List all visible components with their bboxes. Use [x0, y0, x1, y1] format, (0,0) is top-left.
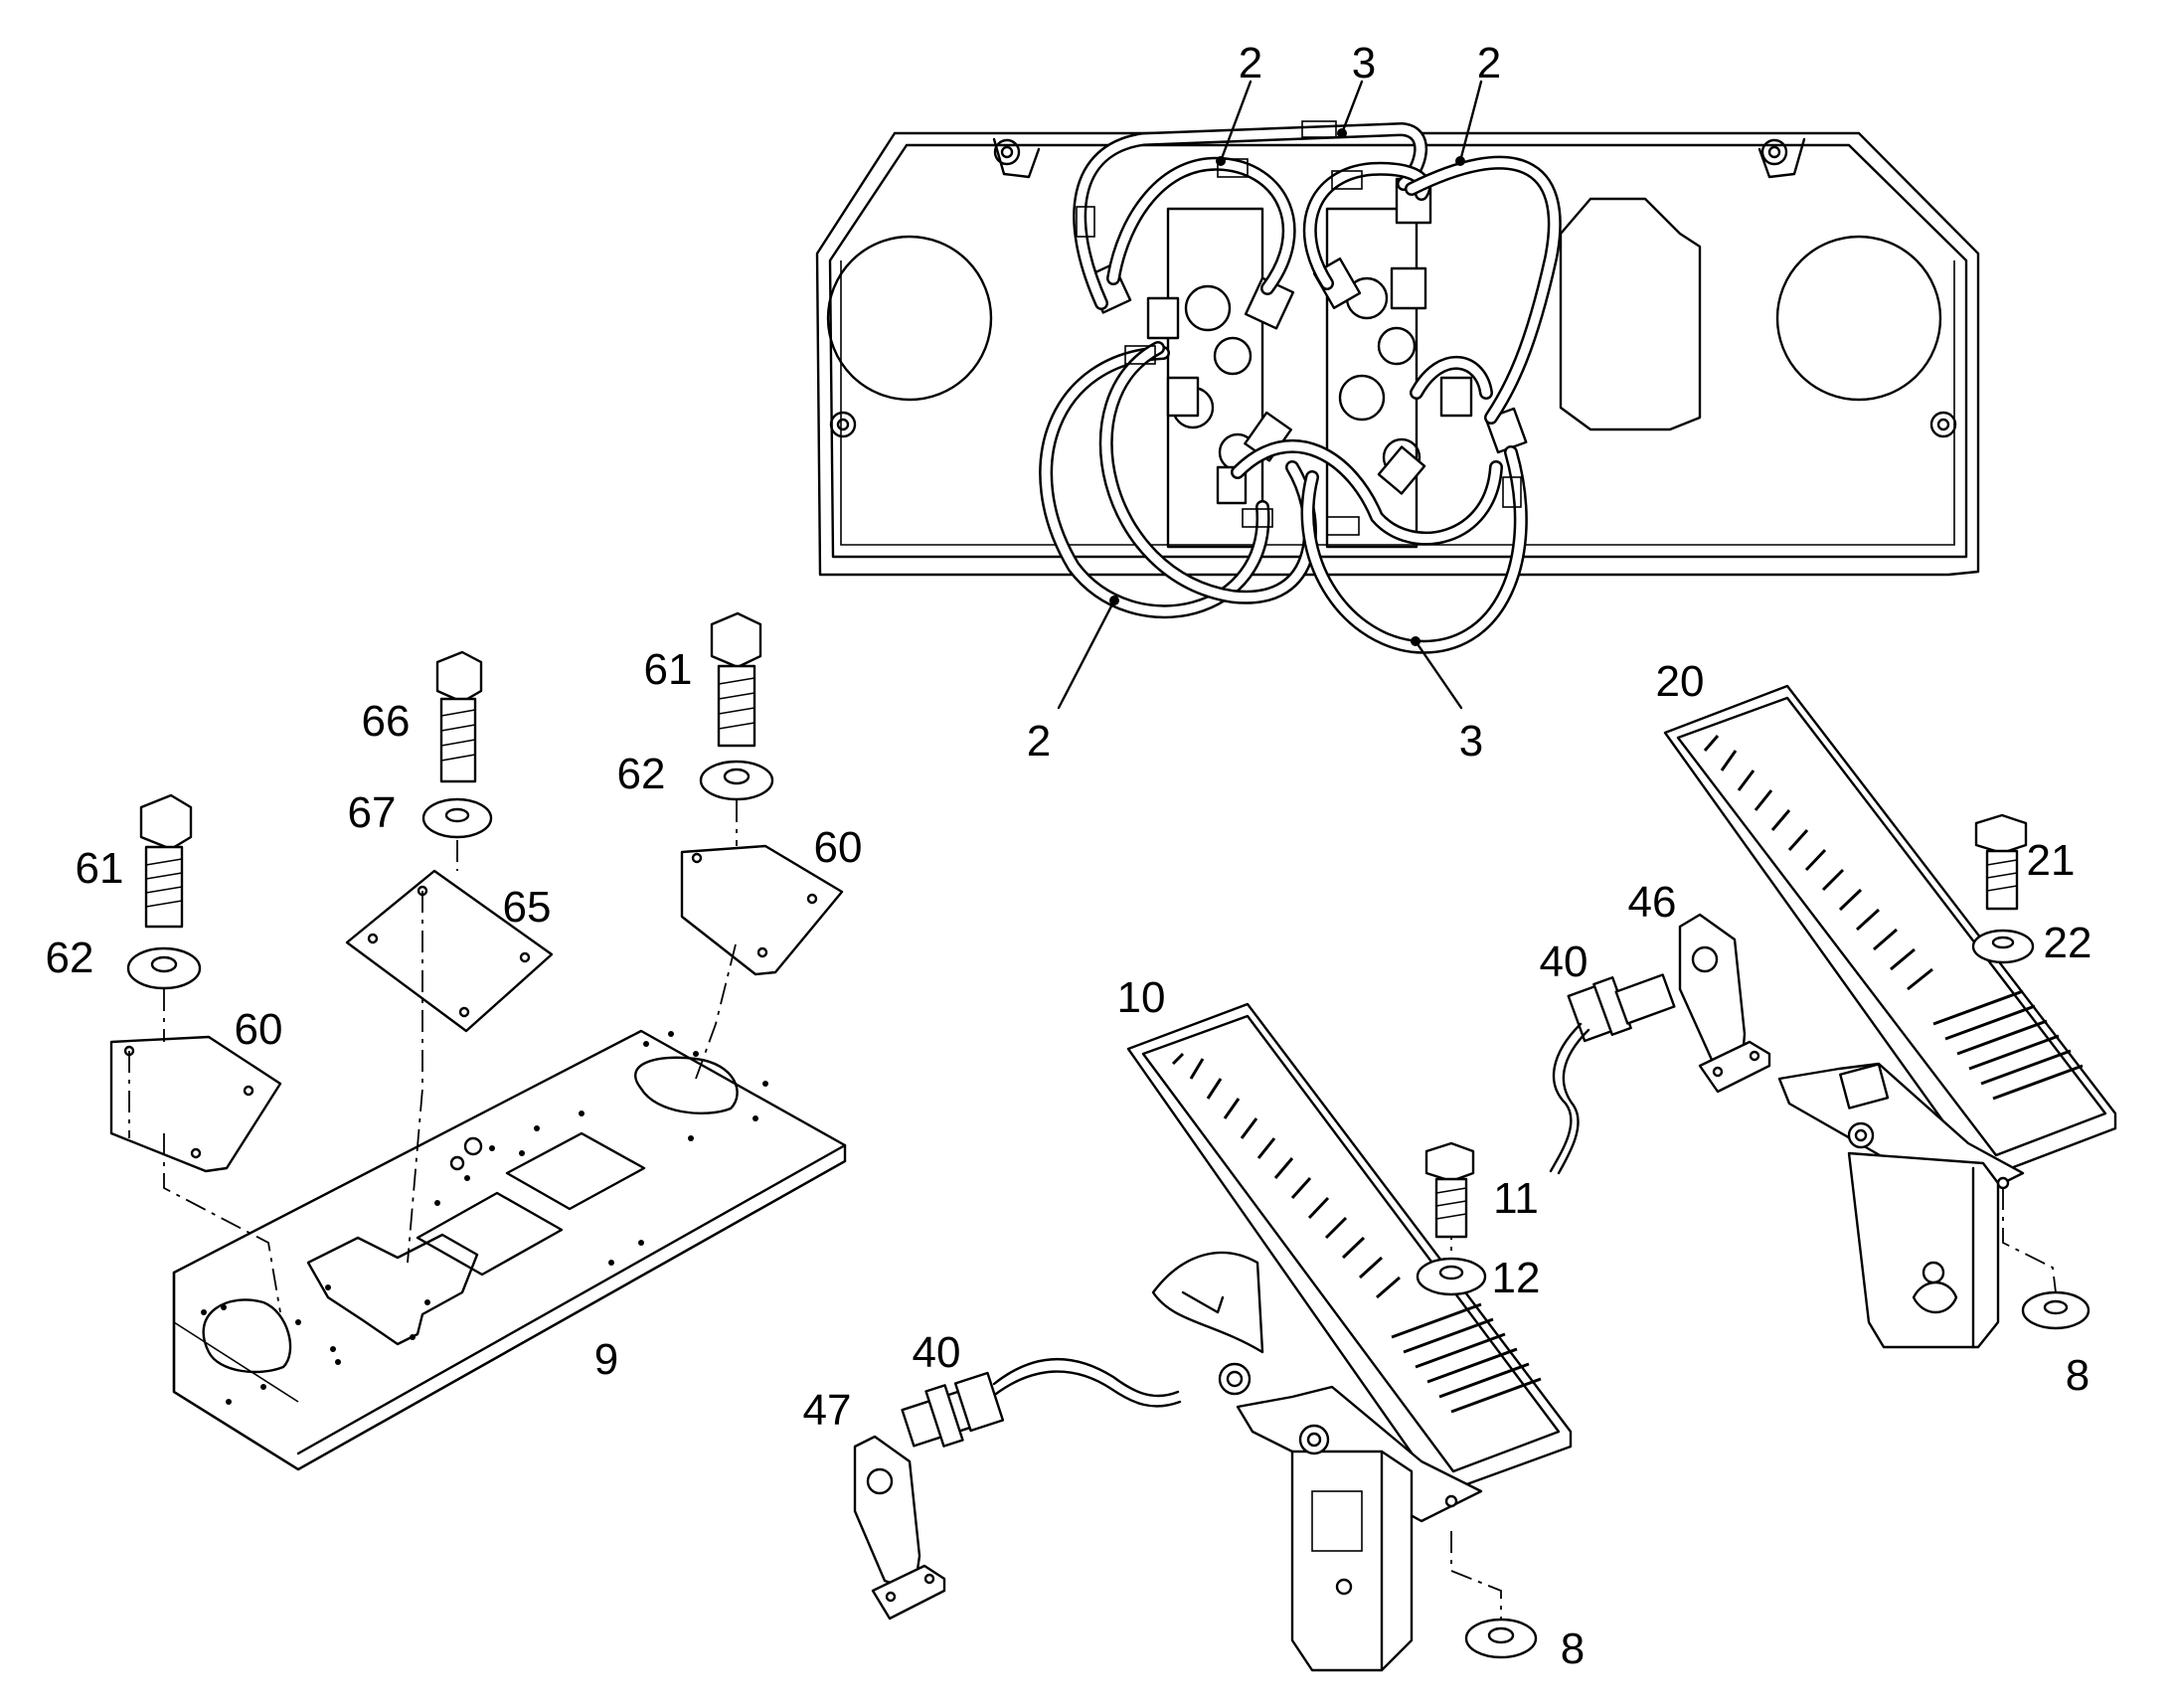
callout-8: 8	[1561, 1624, 1585, 1673]
pedal-assembly-20	[1663, 684, 2117, 1349]
pedal-assembly-10	[1126, 1002, 1573, 1672]
callout-46: 46	[1628, 878, 1677, 927]
callout-60: 60	[814, 823, 863, 872]
bolt-66	[435, 650, 483, 783]
callout-47: 47	[803, 1386, 852, 1435]
callout-2: 2	[1477, 39, 1501, 87]
washer-8-right	[2021, 1290, 2090, 1330]
callout-10: 10	[1117, 973, 1166, 1022]
callout-20: 20	[1656, 657, 1705, 706]
washer-22	[1971, 929, 2035, 964]
callout-61: 61	[644, 645, 693, 694]
washer-8-bottom	[1464, 1618, 1538, 1659]
bolt-61-right	[710, 611, 762, 748]
gasket-plate-60-right	[680, 844, 844, 976]
washer-67	[421, 797, 493, 839]
callout-3: 3	[1352, 39, 1376, 87]
callout-11: 11	[1493, 1174, 1539, 1223]
callout-62: 62	[617, 750, 666, 798]
callout-2: 2	[1027, 717, 1051, 766]
callout-8: 8	[2066, 1351, 2089, 1400]
callout-2: 2	[1239, 39, 1262, 87]
callout-60: 60	[235, 1005, 283, 1054]
callout-40: 40	[1540, 938, 1588, 986]
sensor-40-left	[901, 1357, 1182, 1448]
gasket-plate-60-left	[109, 1035, 282, 1173]
bolt-61-left	[139, 793, 193, 929]
bracket-46	[1678, 913, 1771, 1094]
callout-65: 65	[503, 883, 552, 932]
callout-67: 67	[348, 788, 397, 837]
bolt-11	[1424, 1141, 1475, 1239]
bracket-47	[853, 1435, 946, 1621]
washer-12	[1416, 1257, 1487, 1296]
leader-lines	[1057, 80, 1483, 710]
hydraulic-hoses	[1039, 120, 1562, 654]
callout-12: 12	[1492, 1254, 1541, 1302]
valve-mounting-panel	[815, 131, 1980, 577]
gasket-plate-65	[345, 869, 554, 1033]
callout-3: 3	[1459, 717, 1483, 766]
callout-21: 21	[2027, 836, 2076, 885]
callout-66: 66	[362, 697, 411, 746]
washer-62-left	[126, 946, 202, 990]
callout-40: 40	[913, 1328, 961, 1377]
callout-22: 22	[2044, 919, 2092, 967]
sensor-40-right	[1549, 973, 1676, 1175]
base-plate	[172, 1029, 847, 1471]
callout-61: 61	[76, 844, 124, 893]
callout-62: 62	[46, 934, 94, 982]
callout-labels: 2 3 2 2 3 20 61 66 62 67 60 61 65 62 60 …	[46, 39, 2092, 1673]
washer-62-right	[699, 760, 774, 801]
bolt-21	[1974, 813, 2028, 911]
callout-9: 9	[594, 1335, 618, 1384]
